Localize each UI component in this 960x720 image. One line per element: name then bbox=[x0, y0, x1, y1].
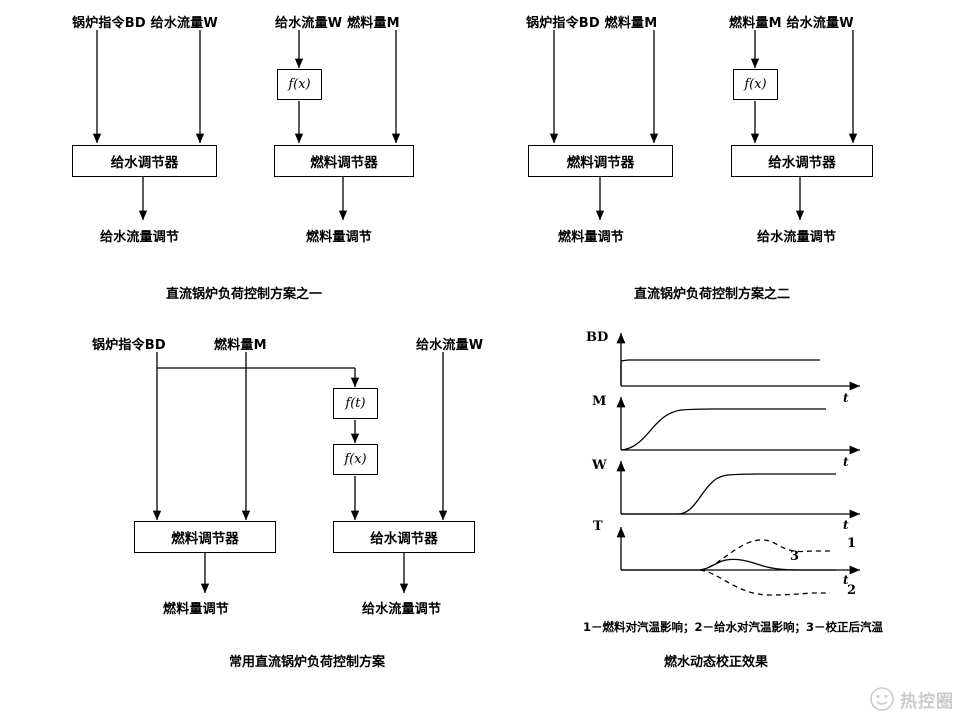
d2-left-output-label: 燃料量调节 bbox=[558, 230, 625, 245]
d2-right-output-label: 给水流量调节 bbox=[757, 230, 837, 245]
d2-feedwater-regulator-box[interactable]: 给水调节器 bbox=[731, 145, 873, 177]
d3-input-feedwater-label: 给水流量W bbox=[416, 338, 484, 353]
d1-right-input-label: 给水流量W 燃料量M bbox=[275, 16, 400, 31]
d3-input-fuel-label: 燃料量M bbox=[214, 338, 267, 353]
d3-right-output-label: 给水流量调节 bbox=[362, 602, 442, 617]
diagram2-caption: 直流锅炉负荷控制方案之二 bbox=[634, 287, 791, 302]
d1-feedwater-regulator-box[interactable]: 给水调节器 bbox=[72, 145, 217, 177]
chart-caption: 燃水动态校正效果 bbox=[664, 655, 769, 670]
chart-curve-1-label: 1 bbox=[847, 536, 857, 551]
watermark-text: 热控圈 bbox=[900, 691, 954, 712]
smiley-face-icon bbox=[870, 687, 894, 711]
d1-left-input-label: 锅炉指令BD 给水流量W bbox=[72, 16, 218, 31]
chart-panel-bd-xlabel: t bbox=[843, 391, 849, 405]
chart-curve-3-label: 3 bbox=[790, 549, 800, 564]
d3-input-bd-label: 锅炉指令BD bbox=[92, 338, 166, 353]
d3-fx-block[interactable]: f(x) bbox=[333, 444, 378, 475]
d1-fuel-regulator-box[interactable]: 燃料调节器 bbox=[274, 145, 414, 177]
d2-left-input-label: 锅炉指令BD 燃料量M bbox=[526, 16, 658, 31]
d3-fuel-regulator-box[interactable]: 燃料调节器 bbox=[134, 521, 276, 553]
d1-fx-block[interactable]: f(x) bbox=[277, 69, 322, 100]
chart-panel-w-ylabel: W bbox=[592, 458, 607, 473]
d3-feedwater-regulator-box[interactable]: 给水调节器 bbox=[333, 521, 475, 553]
d3-ft-block[interactable]: f(t) bbox=[333, 388, 378, 419]
chart-panel-t-ylabel: T bbox=[593, 519, 603, 534]
chart-panel-m-ylabel: M bbox=[592, 394, 607, 409]
chart-legend-text: 1－燃料对汽温影响；2－给水对汽温影响；3－校正后汽温 bbox=[583, 620, 884, 634]
chart-curve-2-label: 2 bbox=[847, 583, 857, 598]
chart-panel-bd-ylabel: BD bbox=[586, 330, 609, 345]
d2-fx-block[interactable]: f(x) bbox=[733, 69, 778, 100]
d1-left-output-label: 给水流量调节 bbox=[100, 230, 180, 245]
d2-fuel-regulator-box[interactable]: 燃料调节器 bbox=[528, 145, 673, 177]
chart-panel-w-xlabel: t bbox=[843, 518, 849, 532]
d1-right-output-label: 燃料量调节 bbox=[306, 230, 373, 245]
diagram1-caption: 直流锅炉负荷控制方案之一 bbox=[166, 287, 323, 302]
chart-panel-m-xlabel: t bbox=[843, 455, 849, 469]
watermark: 热控圈 bbox=[869, 686, 954, 712]
chart-panel-t-xlabel: t bbox=[843, 573, 849, 587]
d3-left-output-label: 燃料量调节 bbox=[163, 602, 230, 617]
diagram3-caption: 常用直流锅炉负荷控制方案 bbox=[229, 655, 386, 670]
d2-right-input-label: 燃料量M 给水流量W bbox=[729, 16, 854, 31]
